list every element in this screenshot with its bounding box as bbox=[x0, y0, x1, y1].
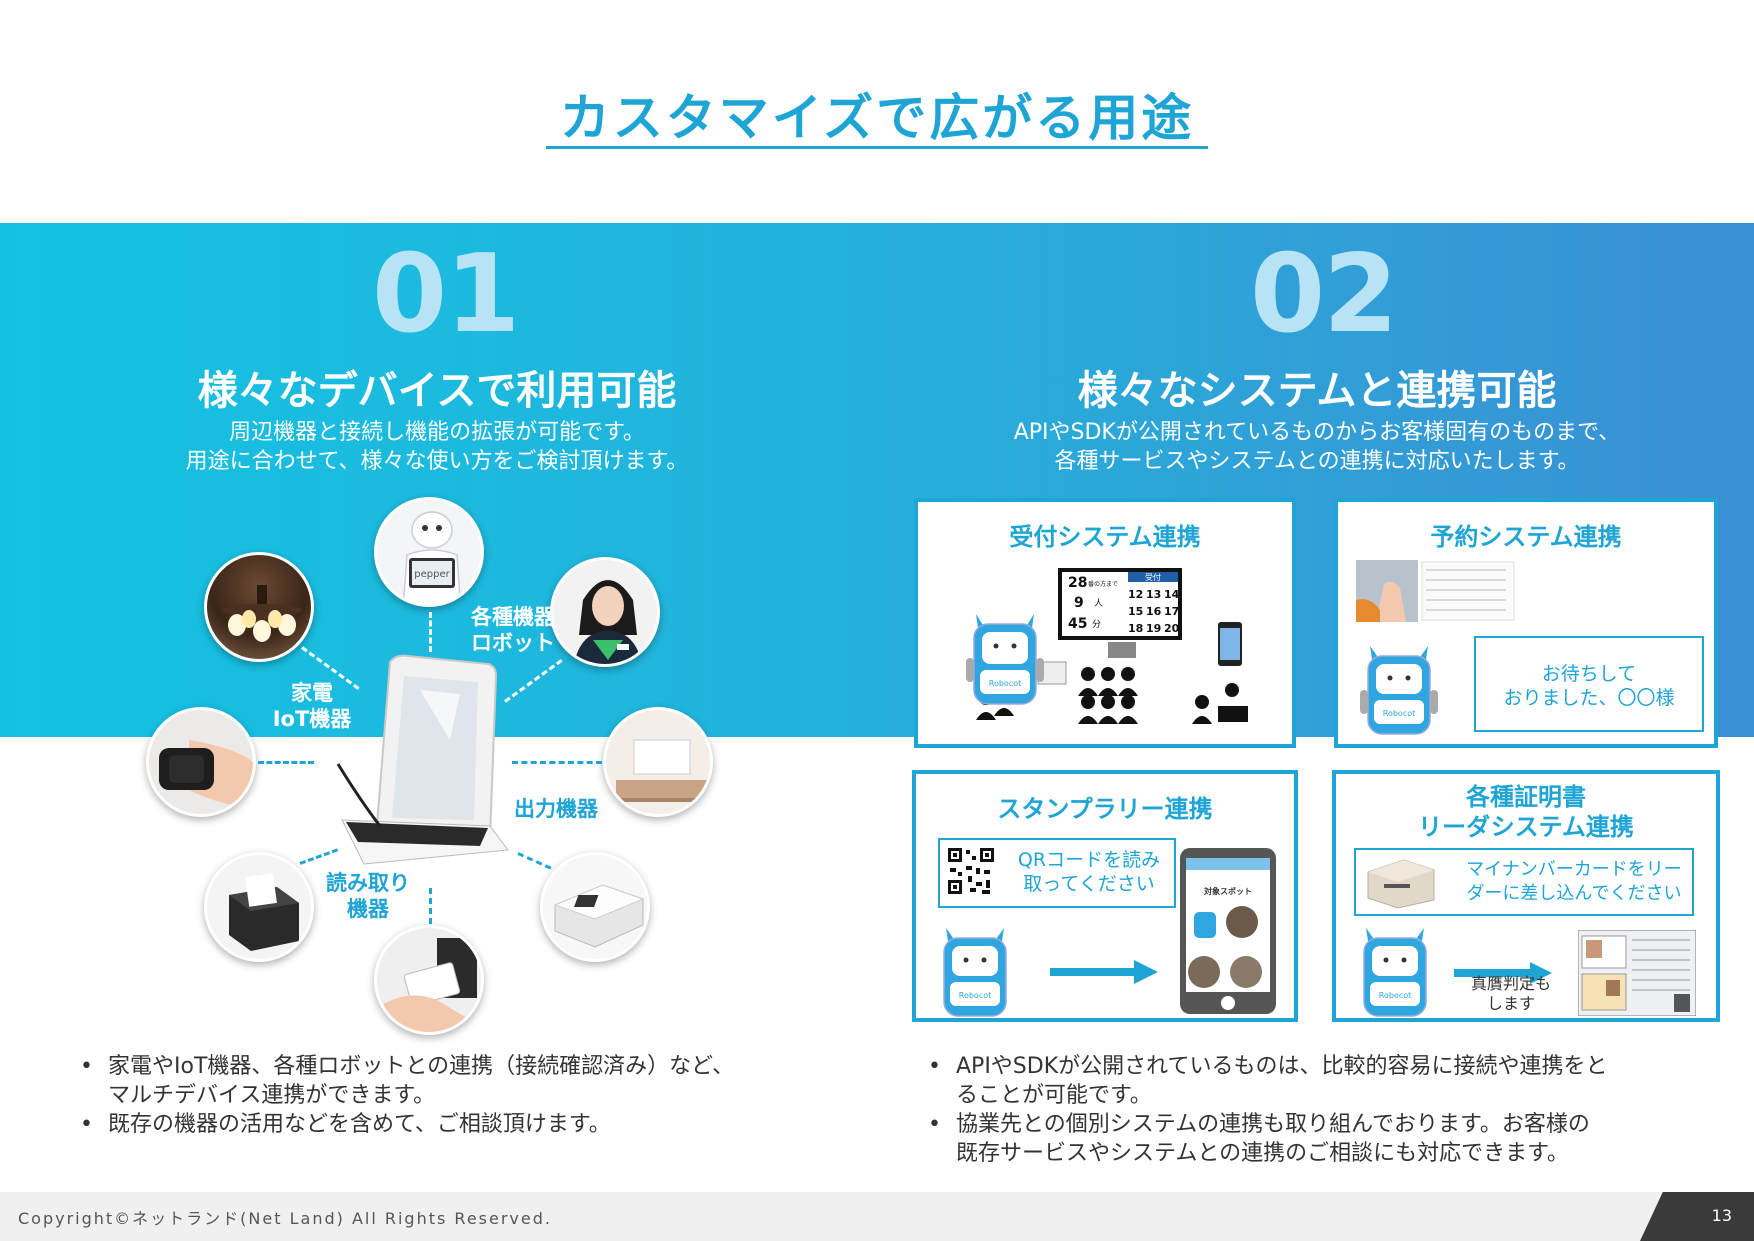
qr-code-icon bbox=[946, 846, 996, 896]
ceiling-light-photo bbox=[204, 552, 314, 662]
section-desc-systems: APIやSDKが公開されているものからお客様固有のものまで、 各種サービスやシス… bbox=[1013, 420, 1621, 474]
connector-wristband bbox=[258, 761, 314, 764]
footer-copyright: Copyright©ネットランド(Net Land) All Rights Re… bbox=[18, 1209, 552, 1228]
card-reservation-system: 予約システム連携 お待ちして おりました、〇〇様 Robocot bbox=[1334, 498, 1718, 748]
card-title: 各種証明書 リーダシステム連携 bbox=[1418, 783, 1634, 841]
card-title: 予約システム連携 bbox=[1430, 523, 1622, 551]
tv-photo bbox=[603, 707, 713, 817]
list-item: 家電やIoT機器、各種ロボットとの連携（接続確認済み）など、マルチデバイス連携が… bbox=[80, 1052, 860, 1110]
board-cell: 16 bbox=[1146, 605, 1162, 618]
board-cell: 14 bbox=[1164, 588, 1180, 601]
list-item: 既存の機器の活用などを含めて、ご相談頂けます。 bbox=[80, 1110, 860, 1139]
robocot-mascot-icon: Robocot bbox=[1360, 646, 1438, 735]
card-reader-icon bbox=[377, 938, 477, 1032]
robot-name: Robocot bbox=[1383, 709, 1416, 718]
label-reader: 読み取り 機器 bbox=[326, 871, 410, 921]
reception-illustration: 受付 28 番の方まで 9 人 45 分 12 13 14 15 16 17 1… bbox=[976, 568, 1248, 724]
android-receptionist-photo bbox=[550, 557, 660, 667]
android-receptionist-icon bbox=[574, 580, 642, 664]
card-stamp-rally: スタンプラリー連携 QRコードを読み 取ってください Robocot 対象スポッ… bbox=[912, 770, 1298, 1022]
board-head: 受付 bbox=[1145, 572, 1161, 582]
pepper-robot-icon: pepper bbox=[402, 511, 462, 604]
wristband-icon bbox=[159, 740, 253, 810]
wristband-photo bbox=[146, 707, 256, 817]
verification-screen-illustration bbox=[1578, 930, 1696, 1016]
board-cell: 13 bbox=[1146, 588, 1161, 601]
receipt-printer-icon bbox=[229, 873, 299, 951]
board-cell: 20 bbox=[1164, 622, 1180, 635]
board-cell: 17 bbox=[1164, 605, 1179, 618]
list-item: 協業先との個別システムの連携も取り組んでおります。お客様の既存サービスやシステム… bbox=[928, 1110, 1728, 1168]
board-cell: 15 bbox=[1128, 605, 1143, 618]
board-unit: 番の方まで bbox=[1088, 580, 1118, 588]
label-output: 出力機器 bbox=[514, 797, 598, 821]
robot-name: Robocot bbox=[959, 991, 992, 1000]
robocot-mascot-icon: Robocot bbox=[943, 928, 1007, 1017]
pepper-screen-text: pepper bbox=[414, 569, 450, 580]
list-item: APIやSDKが公開されているものは、比較的容易に接続や連携をとることが可能です… bbox=[928, 1052, 1728, 1110]
label-iot: 家電 IoT機器 bbox=[272, 681, 352, 731]
ceiling-light-icon bbox=[222, 585, 302, 642]
pepper-robot-photo: pepper bbox=[374, 497, 484, 607]
arrow-right-icon bbox=[1454, 962, 1552, 984]
section-number-02: 02 bbox=[1250, 232, 1398, 357]
card-reception-system: 受付システム連携 受付 28 番の方まで 9 人 45 分 12 13 14 1… bbox=[914, 498, 1296, 748]
page-title: カスタマイズで広がる用途 bbox=[559, 89, 1195, 147]
label-robots: 各種機器 ロボット bbox=[471, 605, 555, 655]
reservation-screen-illustration bbox=[1356, 560, 1515, 622]
photo-printer-icon bbox=[553, 884, 645, 948]
reservation-speech-bubble: お待ちして おりました、〇〇様 bbox=[1474, 636, 1704, 732]
section-number-01: 01 bbox=[372, 232, 520, 357]
board-cell: 19 bbox=[1146, 622, 1161, 635]
card-title: スタンプラリー連携 bbox=[997, 795, 1213, 823]
robocot-mascot-icon: Robocot bbox=[1363, 928, 1427, 1017]
verify-label: 真贋判定も します bbox=[1470, 974, 1551, 1013]
section-title-systems: 様々なシステムと連携可能 bbox=[1077, 368, 1557, 414]
kiosk-device-icon bbox=[336, 654, 509, 865]
robot-name: Robocot bbox=[1379, 991, 1412, 1000]
right-bullet-list: APIやSDKが公開されているものは、比較的容易に接続や連携をとることが可能です… bbox=[928, 1052, 1728, 1168]
tv-icon bbox=[616, 739, 708, 802]
card-certificate-reader: 各種証明書 リーダシステム連携 マイナンバーカードをリー ダーに差し込んでくださ… bbox=[1332, 770, 1720, 1022]
receipt-printer-photo bbox=[204, 852, 314, 962]
section-desc-devices: 周辺機器と接続し機能の拡張が可能です。 用途に合わせて、様々な使い方をご検討頂け… bbox=[185, 420, 689, 474]
board-cell: 12 bbox=[1128, 588, 1143, 601]
board-num: 9 bbox=[1074, 595, 1084, 611]
left-bullet-list: 家電やIoT機器、各種ロボットとの連携（接続確認済み）など、マルチデバイス連携が… bbox=[80, 1052, 860, 1139]
robocot-mascot-icon: Robocot bbox=[966, 614, 1044, 705]
connector-pepper bbox=[429, 612, 432, 652]
arrow-right-icon bbox=[1050, 960, 1158, 984]
board-num: 28 bbox=[1068, 575, 1087, 591]
phone-label: 対象スポット bbox=[1203, 886, 1252, 896]
board-cell: 18 bbox=[1128, 622, 1143, 635]
connector-tv bbox=[512, 761, 602, 764]
connector-photo-printer bbox=[517, 852, 552, 870]
footer-bar bbox=[0, 1192, 1754, 1241]
connector-card-reader bbox=[429, 888, 432, 924]
robot-name: Robocot bbox=[989, 679, 1022, 688]
board-unit: 人 bbox=[1094, 598, 1103, 609]
card-reader-device-icon bbox=[1367, 859, 1435, 909]
title-underline bbox=[546, 146, 1208, 149]
smartphone-icon: 対象スポット bbox=[1180, 848, 1276, 1014]
card-title: 受付システム連携 bbox=[1009, 523, 1201, 551]
board-unit: 分 bbox=[1092, 619, 1101, 630]
card-reader-photo bbox=[374, 925, 484, 1035]
page-number: 13 bbox=[1711, 1206, 1732, 1225]
board-num: 45 bbox=[1068, 616, 1087, 632]
photo-printer-photo bbox=[540, 852, 650, 962]
section-title-devices: 様々なデバイスで利用可能 bbox=[197, 368, 677, 414]
